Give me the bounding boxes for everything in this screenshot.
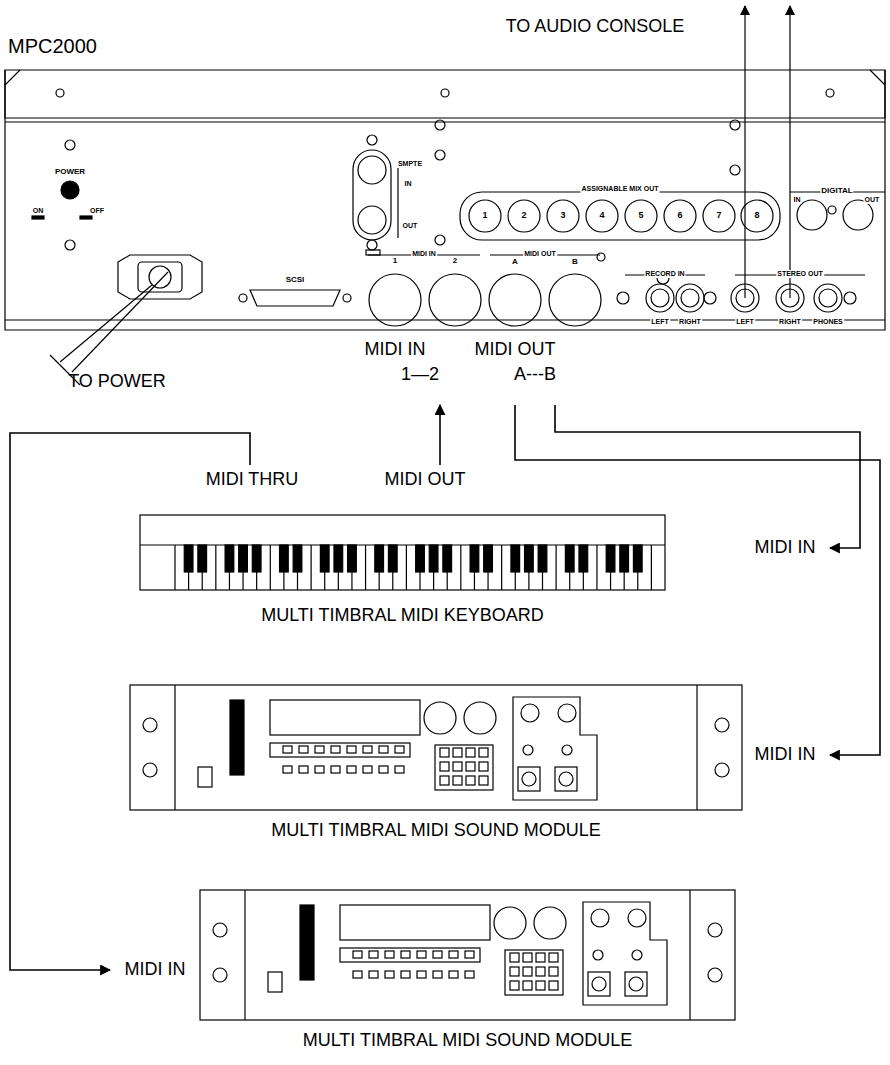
port-label: MIDI THRU [206,470,299,490]
port-label: A---B [514,365,556,385]
panel-marking: 5 [637,211,644,221]
panel-marking: 2 [452,257,458,266]
midi-cable [439,405,441,465]
port-label: TO POWER [68,372,166,392]
panel-marking: A [511,258,519,267]
panel-marking: 8 [753,211,760,221]
panel-marking: 6 [676,211,683,221]
device-title: MPC2000 [8,35,97,58]
panel-marking: IN [793,196,802,204]
panel-marking: OUT [864,196,881,204]
midi-cable [515,405,880,755]
panel-marking: ON [32,207,45,215]
panel-marking: SMPTE [397,160,423,168]
panel-marking: IN [404,180,413,188]
panel-marking: MIDI OUT [523,250,557,258]
panel-marking: RIGHT [678,318,702,326]
panel-marking: STEREO OUT [776,270,824,278]
panel-marking: MIDI IN [411,250,437,258]
panel-marking: OFF [89,207,105,215]
sound-module: MULTI TIMBRAL MIDI SOUND MODULE [130,680,830,850]
device-label: MULTI TIMBRAL MIDI KEYBOARD [140,605,665,626]
panel-marking: PHONES [812,318,844,326]
port-label: 1—2 [401,365,439,385]
panel-marking: 7 [715,211,722,221]
port-label: MIDI OUT [385,470,466,490]
midi-cable [555,405,860,548]
port-label: TO AUDIO CONSOLE [506,17,685,37]
device-label: MULTI TIMBRAL MIDI SOUND MODULE [200,1030,735,1051]
port-label: MIDI IN [755,538,816,558]
panel-marking: 4 [598,211,605,221]
panel-marking: RIGHT [778,318,802,326]
port-label: MIDI OUT [475,340,556,360]
port-label: MIDI IN [125,960,186,980]
panel-marking: LEFT [650,318,670,326]
panel-marking: 2 [520,211,527,221]
port-label: MIDI IN [755,745,816,765]
panel-marking: RECORD IN [644,270,685,278]
panel-marking: 1 [392,257,398,266]
panel-marking: POWER [54,168,86,177]
panel-marking: SCSI [285,276,306,285]
port-label: MIDI IN [365,340,426,360]
sound-module: MULTI TIMBRAL MIDI SOUND MODULE [110,885,735,1060]
panel-marking: DIGITAL [820,187,853,196]
keyboard-unit: MULTI TIMBRAL MIDI KEYBOARD [140,465,830,630]
midi-cable [10,433,250,970]
panel-marking: B [571,258,579,267]
panel-marking: LEFT [735,318,755,326]
panel-marking: ASSIGNABLE MIX OUT [580,185,659,193]
panel-marking: 3 [559,211,566,221]
panel-marking: OUT [402,222,419,230]
device-label: MULTI TIMBRAL MIDI SOUND MODULE [130,820,742,841]
panel-marking: 1 [481,211,488,221]
